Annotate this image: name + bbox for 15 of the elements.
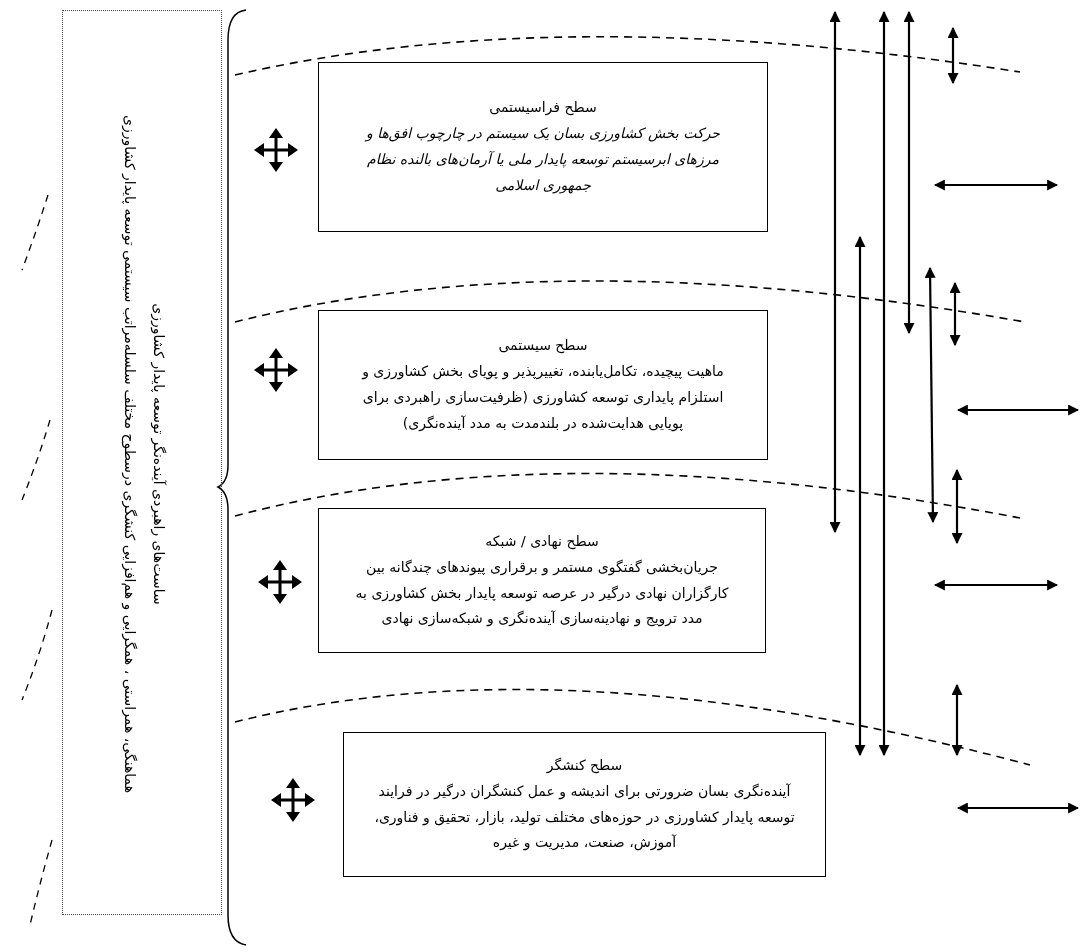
heading: سطح فراسیستمی [489,98,597,118]
dotted-text-panel [62,10,222,915]
level-box [318,310,768,460]
heading: سطح نهادی / شبکه [485,531,599,552]
heading: سطح کنشگر [546,755,623,776]
level-box [318,508,766,653]
heading: ساست‌های راهبردی آینده‌نگر توسعه پایدار کشاورزی [149,302,168,605]
description: آینده‌نگری بسان ضرورتی برای اندیشه و عمل کنشگران درگیر در فرایند توسعه پایدار کشاورزی در حوزه‌های مختلف تولید، بازار، تحقیق و فناوری، آموزش، صنعت، مدیریت و غیره [373,781,796,853]
description: ماهیت پیچیده، تکامل‌یابنده، تغییرپذیر و پویای بخش کشاورزی و استلزام پایداری توسعه کشاورزی (ظرفیت‌سازی راهبردی برای پویایی هدایت‌شده در بلندمدت به مدد آینده‌نگری) [360,362,725,434]
description: هماهنگی، همراستی ، همگرایی و هم‌افزایی کنشگری درسطوح مختلف سلسله‌مراتب سیستمی توسعه پایدار کشاورزی [120,114,139,793]
description: جریان‌بخشی گفتگوی مستمر و برقراری پیوندهای چندگانه بین کارگزاران نهادی درگیر در عرصه توسعه پایدار بخش کشاورزی به مدد ترویج و نهادینه‌سازی آینده‌نگری و شبکه‌سازی نهادی [354,557,730,629]
heading: سطح سیستمی [498,336,588,356]
description: حرکت بخش کشاورزی بسان یک سیستم در چارچوب افق‌ها و مرزهای ابرسیستم توسعه پایدار ملی یا آرمان‌های بالنده نظام جمهوری اسلامی [363,124,721,196]
level-box [343,732,826,877]
level-box [318,62,768,232]
